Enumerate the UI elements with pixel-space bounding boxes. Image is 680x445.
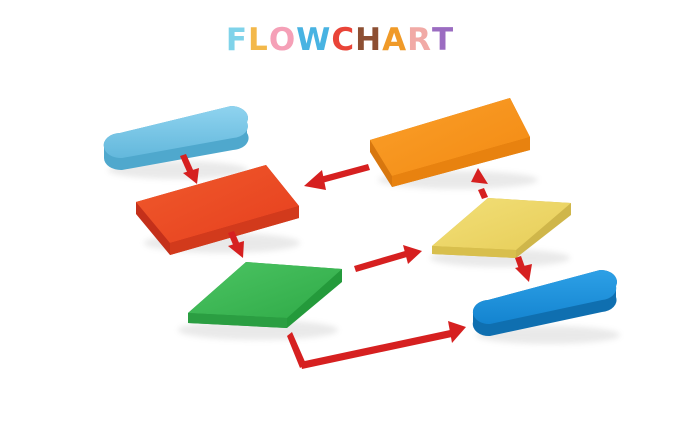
arrow-decision-to-end <box>287 321 466 369</box>
process-orange-shape <box>370 98 530 187</box>
title-letter: F <box>225 22 249 58</box>
connector-arrows <box>180 154 532 369</box>
terminal-start-shape <box>103 106 249 171</box>
flowchart-title: FLOWCHART <box>0 22 680 58</box>
title-letter: O <box>268 22 297 58</box>
arrow-orange-to-process <box>304 164 370 190</box>
arrow-process-to-decision <box>228 231 244 258</box>
title-letter: H <box>355 22 383 58</box>
terminal-end-shape <box>472 269 617 337</box>
decision-green-shape <box>188 262 342 328</box>
title-letter: C <box>331 22 356 58</box>
title-letter: T <box>431 22 455 58</box>
title-letter: L <box>248 22 269 58</box>
process-red-shape <box>136 165 299 255</box>
arrow-yellow-to-orange <box>471 168 488 199</box>
decision-yellow-shape <box>432 198 571 258</box>
arrow-start-to-process <box>180 154 199 184</box>
title-letter: W <box>296 22 332 58</box>
title-letter: R <box>407 22 432 58</box>
arrow-yellow-to-end <box>515 256 532 282</box>
title-letter: A <box>382 22 408 58</box>
arrow-decision-to-decision <box>354 245 422 272</box>
